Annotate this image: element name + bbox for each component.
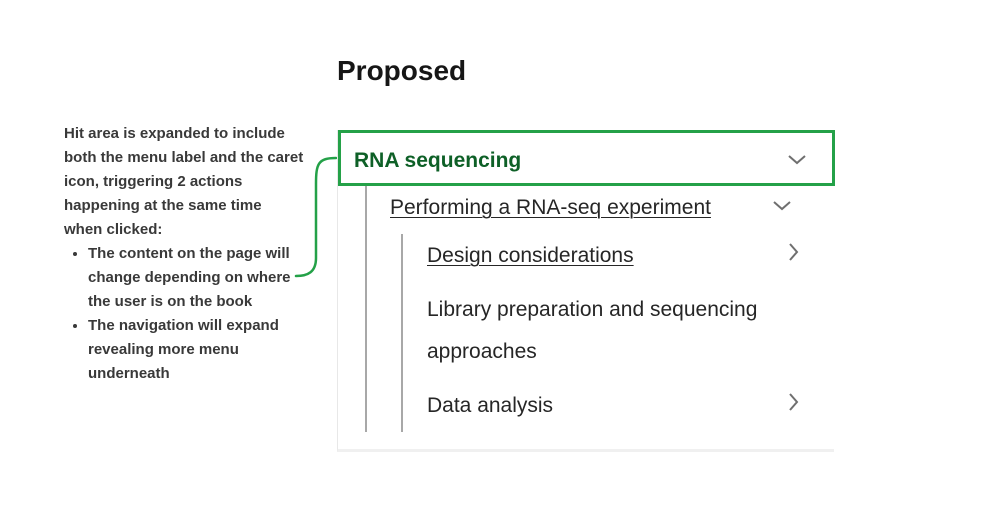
annotation-intro: Hit area is expanded to include both the…	[64, 125, 304, 238]
annotation-bullet: The content on the page will change depe…	[88, 242, 304, 314]
nav-level1-guide	[365, 186, 367, 432]
chevron-right-icon[interactable]	[784, 392, 804, 412]
chevron-right-icon[interactable]	[784, 242, 804, 262]
nav-level2-guide	[401, 234, 403, 432]
nav-item-library-preparation[interactable]: Library preparation and sequencing appro…	[427, 298, 758, 363]
annotation-note: Hit area is expanded to include both the…	[64, 122, 304, 386]
annotation-bullet: The navigation will expand revealing mor…	[88, 314, 304, 386]
nav-item-design-considerations[interactable]: Design considerations	[427, 244, 634, 267]
nav-item-rna-sequencing[interactable]: RNA sequencing	[338, 130, 835, 186]
chevron-down-icon[interactable]	[787, 150, 807, 170]
annotation-connector	[294, 156, 338, 278]
nav-item-performing-rna-seq[interactable]: Performing a RNA-seq experiment	[390, 196, 711, 219]
side-navigation: RNA sequencing Performing a RNA-seq expe…	[337, 130, 835, 452]
page-title: Proposed	[337, 55, 467, 86]
nav-item-label: RNA sequencing	[354, 149, 522, 172]
annotation-bullet-list: The content on the page will change depe…	[64, 242, 304, 386]
nav-item-data-analysis[interactable]: Data analysis	[427, 394, 554, 417]
chevron-down-icon[interactable]	[772, 196, 792, 216]
